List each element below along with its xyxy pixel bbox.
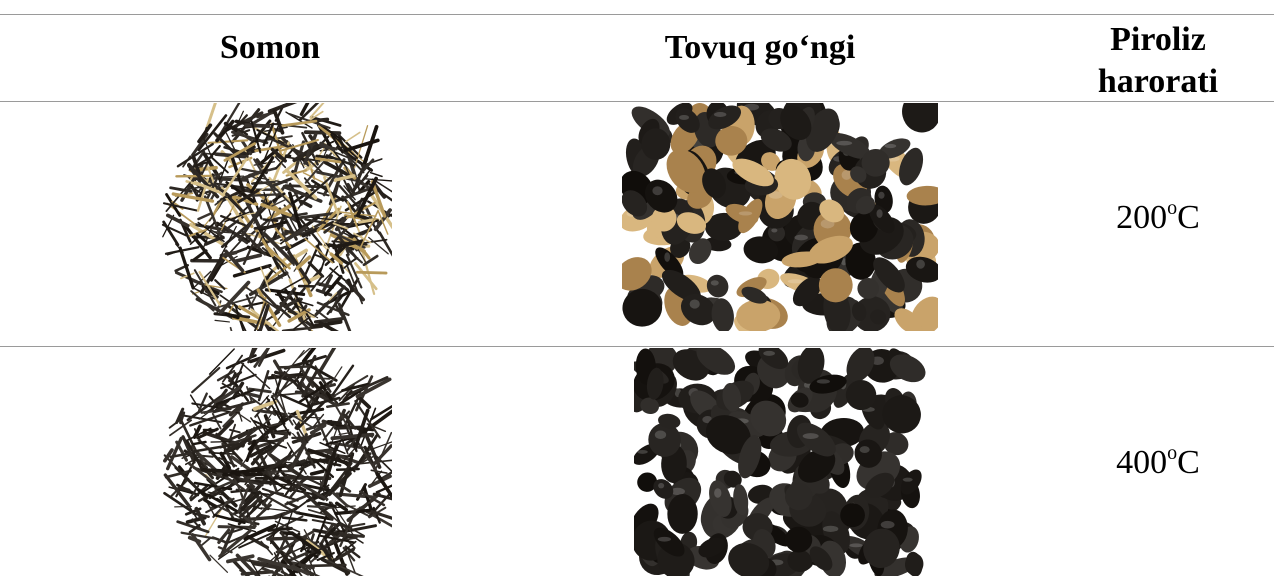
table-top-rule xyxy=(0,14,1274,15)
straw-biochar-400-image xyxy=(152,348,392,576)
temperature-cell-200: 200oC xyxy=(1116,197,1200,236)
manure-biochar-200-image xyxy=(622,103,938,331)
straw-biochar-200-image xyxy=(152,103,392,331)
manure-biochar-400-image xyxy=(634,348,926,576)
column-header-piroliz-harorati: Piroliz harorati xyxy=(1068,19,1248,103)
temperature-cell-400: 400oC xyxy=(1116,442,1200,481)
column-header-line-2: harorati xyxy=(1097,63,1219,100)
column-header-tovuq-gongi: Tovuq go‘ngi xyxy=(664,29,856,66)
row-divider-rule xyxy=(0,346,1274,347)
header-bottom-rule xyxy=(0,101,1274,102)
column-header-somon: Somon xyxy=(219,29,321,66)
column-header-line-1: Piroliz xyxy=(1110,21,1206,58)
